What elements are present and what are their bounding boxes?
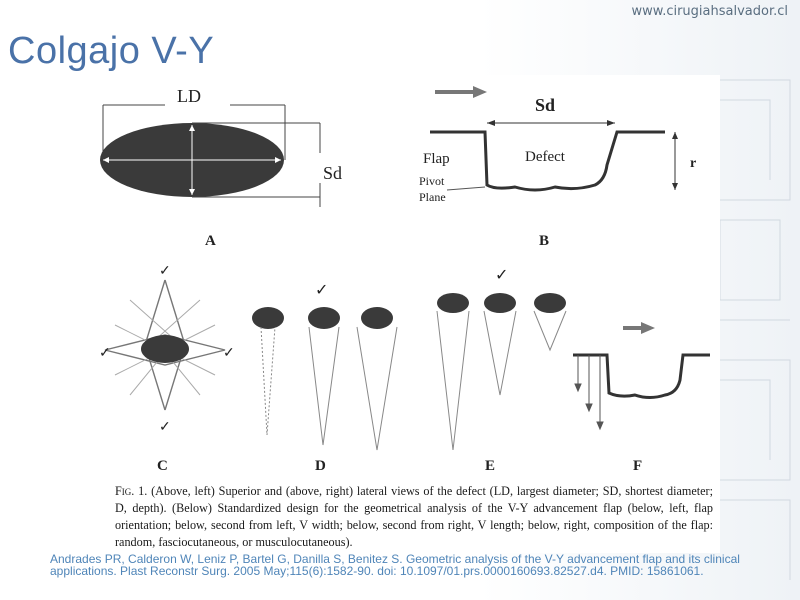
label-r: r <box>690 156 696 171</box>
label-plane: Plane <box>419 190 446 204</box>
check-mark-icon: ✓ <box>159 420 171 435</box>
panel-f: F <box>573 322 710 474</box>
panel-e: ✓ E <box>436 267 567 474</box>
label-sd-a: Sd <box>323 163 342 183</box>
check-mark-icon: ✓ <box>495 267 508 284</box>
figure-caption: Fig. 1. (Above, left) Superior and (abov… <box>115 483 713 551</box>
panel-label-c: C <box>157 458 168 474</box>
arrow-right-icon <box>641 322 655 334</box>
label-sd-b: Sd <box>535 95 555 115</box>
label-pivot: Pivot <box>419 174 445 188</box>
figure-drawing: LD Sd A Sd Defect Flap Pivot <box>99 86 710 474</box>
label-ld: LD <box>177 86 201 106</box>
label-defect: Defect <box>525 149 566 165</box>
panel-label-a: A <box>205 233 216 249</box>
panel-d: ✓ D <box>252 282 398 474</box>
flap-composition-cross-section <box>573 353 710 399</box>
check-mark-icon: ✓ <box>315 282 328 299</box>
panel-label-f: F <box>633 458 642 474</box>
defect-cross-section <box>430 130 665 192</box>
panel-b: Sd Defect Flap Pivot Plane r B <box>419 86 696 249</box>
panel-label-d: D <box>315 458 326 474</box>
check-mark-icon: ✓ <box>99 346 111 361</box>
site-url: www.cirugiahsalvador.cl <box>631 4 788 19</box>
check-mark-icon: ✓ <box>159 264 171 279</box>
panel-c: ✓ ✓ ✓ ✓ C <box>99 264 235 474</box>
caption-text: (Above, left) Superior and (above, right… <box>115 484 713 549</box>
reference-citation: Andrades PR, Calderon W, Leniz P, Bartel… <box>50 552 740 578</box>
panel-a: LD Sd A <box>100 86 342 249</box>
slide-title: Colgajo V-Y <box>8 30 215 72</box>
arrow-right-icon <box>473 86 487 98</box>
defect-ellipse-c <box>141 335 189 363</box>
label-flap: Flap <box>423 151 450 167</box>
panel-label-e: E <box>485 458 495 474</box>
scientific-figure: LD Sd A Sd Defect Flap Pivot <box>95 75 720 553</box>
figure-number: Fig. 1. <box>115 484 148 498</box>
check-mark-icon: ✓ <box>223 346 235 361</box>
panel-label-b: B <box>539 233 549 249</box>
